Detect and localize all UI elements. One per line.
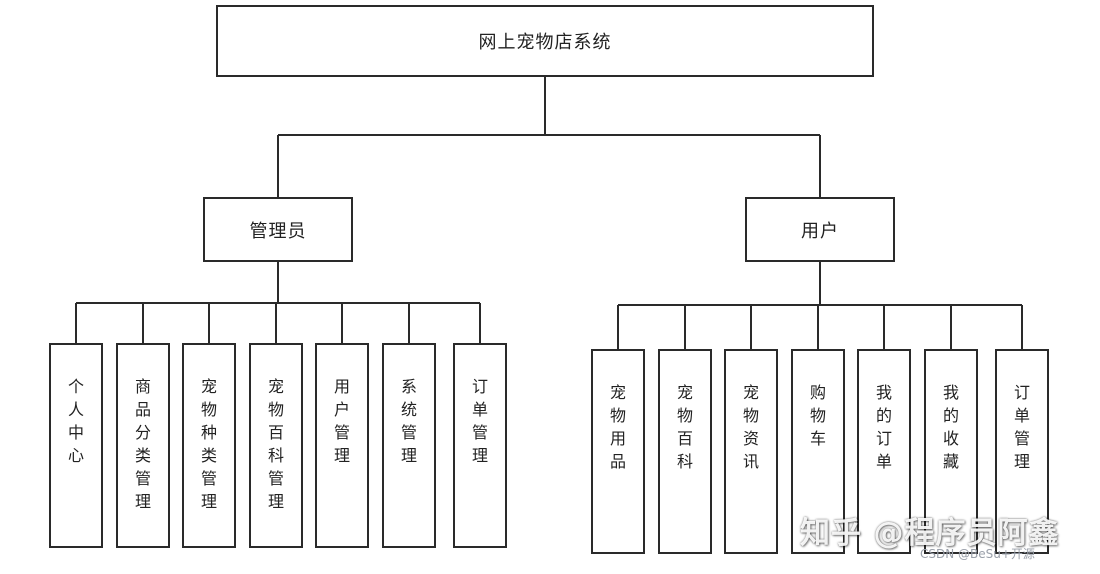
admin-label: 管理员 [249, 220, 307, 242]
user-child-node: 宠物资讯 [724, 349, 778, 554]
admin-child-label: 系统管理 [400, 377, 417, 465]
root-label: 网上宠物店系统 [478, 32, 612, 53]
admin-child-label: 订单管理 [471, 377, 488, 465]
user-child-label: 我的收藏 [942, 383, 959, 471]
user-child-node: 宠物百科 [658, 349, 712, 554]
zhihu-watermark: 知乎 @程序员阿鑫 [800, 516, 1060, 551]
user-child-label: 我的订单 [875, 383, 892, 471]
admin-child-node: 系统管理 [382, 343, 436, 548]
admin-node: 管理员 [203, 197, 353, 262]
user-node: 用户 [745, 197, 895, 262]
csdn-watermark: CSDN @BeSu+开源 [920, 547, 1035, 561]
user-child-node: 订单管理 [995, 349, 1049, 554]
user-child-node: 我的收藏 [924, 349, 978, 554]
admin-child-label: 宠物百科管理 [267, 377, 284, 511]
user-child-label: 宠物资讯 [742, 383, 759, 471]
admin-child-node: 宠物种类管理 [182, 343, 236, 548]
user-child-node: 我的订单 [857, 349, 911, 554]
admin-child-node: 用户管理 [315, 343, 369, 548]
admin-child-node: 订单管理 [453, 343, 507, 548]
user-child-label: 购物车 [809, 383, 826, 448]
admin-child-label: 宠物种类管理 [200, 377, 217, 511]
user-child-label: 订单管理 [1013, 383, 1030, 471]
admin-child-node: 商品分类管理 [116, 343, 170, 548]
user-child-label: 宠物用品 [609, 383, 626, 471]
admin-child-label: 用户管理 [333, 377, 350, 465]
admin-child-node: 宠物百科管理 [249, 343, 303, 548]
user-child-node: 购物车 [791, 349, 845, 554]
root-node: 网上宠物店系统 [216, 5, 874, 77]
admin-child-label: 商品分类管理 [134, 377, 151, 511]
user-label: 用户 [801, 220, 839, 242]
user-child-label: 宠物百科 [676, 383, 693, 471]
user-child-node: 宠物用品 [591, 349, 645, 554]
admin-child-node: 个人中心 [49, 343, 103, 548]
admin-child-label: 个人中心 [67, 377, 84, 465]
